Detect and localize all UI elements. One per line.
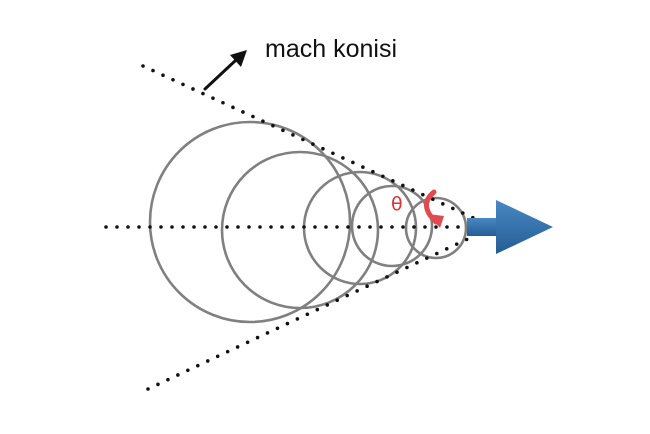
arrow-right-icon xyxy=(467,200,553,254)
wavefront-circle-5 xyxy=(404,196,468,260)
wavefront-circle-4 xyxy=(350,184,434,268)
angle-arc-arrowhead xyxy=(428,214,444,228)
mach-cone-lower-line xyxy=(146,235,474,391)
arrow-up-right-icon xyxy=(203,50,247,91)
wavefront-circle-2 xyxy=(220,150,380,310)
mach-cone-label: mach konisi xyxy=(265,35,397,63)
wavefront-circle-1 xyxy=(148,120,352,324)
mach-cone-upper-line xyxy=(141,64,480,222)
angle-theta-label: θ xyxy=(391,193,403,215)
